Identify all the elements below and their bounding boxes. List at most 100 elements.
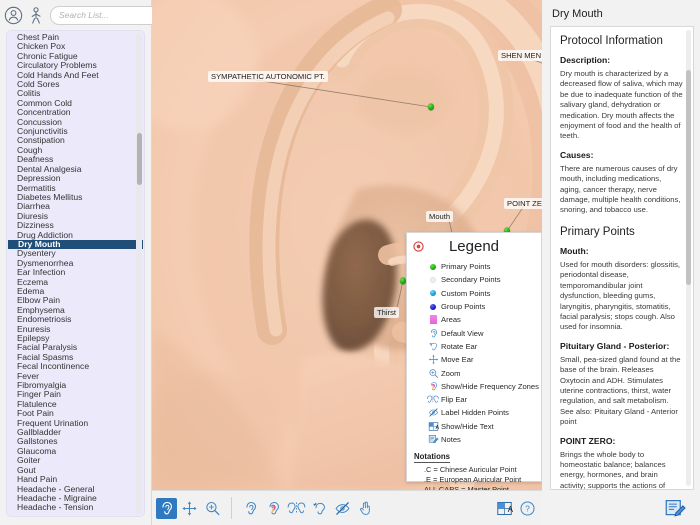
list-item[interactable]: Headache - Tension [17,502,94,513]
protocol-body: Description:Dry mouth is characterized b… [560,55,683,489]
list-item[interactable]: Dental Analgesia [17,163,82,174]
toolbar-view-group [152,497,227,519]
protocol-scrollbar-thumb[interactable] [686,70,691,285]
legend-item-label: Primary Points [441,262,491,272]
ear-icon[interactable] [240,498,261,519]
default-view-icon[interactable] [156,497,177,519]
notation-line: .E = European Auricular Point [424,475,522,485]
help-icon[interactable]: ? [517,498,538,519]
legend-item: Group Points [407,300,541,313]
list-item[interactable]: Ear Infection [17,267,66,278]
sidebar-scrollbar[interactable] [136,33,142,514]
list-item[interactable]: Fibromyalgia [17,380,67,391]
point-heading: Mouth: [560,245,589,256]
list-item[interactable]: Dysmenorrhea [17,257,74,268]
acupoint-marker[interactable] [400,277,406,285]
list-item[interactable]: Flatulence [17,398,57,409]
frequency-zones-icon[interactable] [263,498,284,519]
list-item[interactable]: Common Cold [17,97,72,108]
list-item[interactable]: Glaucoma [17,445,57,456]
list-item[interactable]: Chronic Fatigue [17,50,78,61]
acupoint-marker[interactable] [428,103,434,111]
hand-icon[interactable] [355,498,376,519]
acupoint-label[interactable]: SHEN MEN [498,50,542,61]
list-item[interactable]: Fecal Incontinence [17,361,90,372]
close-icon[interactable] [413,239,424,252]
legend-item: Notes [407,433,541,446]
person-icon[interactable] [4,6,23,25]
section-body: Dry mouth is characterized by a decrease… [560,69,683,141]
list-item[interactable]: Dermatitis [17,182,56,193]
list-item[interactable]: Frequent Urination [17,417,89,428]
legend-item-label: Zoom [441,368,461,378]
list-item[interactable]: Gout [17,464,36,475]
sidebar-scrollbar-thumb[interactable] [136,133,142,185]
list-item[interactable]: Headache - Migraine [17,492,97,503]
list-item[interactable]: Constipation [17,135,65,146]
list-item[interactable]: Facial Spasms [17,351,74,362]
acupoint-label[interactable]: Thirst [374,307,399,318]
acupoint-label[interactable]: POINT ZERO [504,198,542,209]
list-item[interactable]: Facial Paralysis [17,342,78,353]
list-item[interactable]: Endometriosis [17,314,72,325]
list-item[interactable]: Drug Addiction [17,229,73,240]
list-item[interactable]: Dry Mouth [8,239,143,250]
hollow-dot-icon [425,276,441,283]
legend-item: Areas [407,313,541,326]
notes-icon[interactable] [664,498,686,519]
list-item[interactable]: Colitis [17,88,41,99]
magenta-square-icon [425,315,441,325]
list-item[interactable]: Chicken Pox [17,41,66,52]
list-item[interactable]: Cold Hands And Feet [17,69,99,80]
protocol-scrollbar[interactable] [686,30,691,486]
body-points-icon[interactable] [27,6,46,25]
list-item[interactable]: Gallstones [17,436,58,447]
list-item[interactable]: Edema [17,285,45,296]
legend-item-label: Notes [441,435,461,444]
rotate-ear-icon [425,341,441,352]
list-item[interactable]: Deafness [17,154,54,165]
list-item[interactable]: Epilepsy [17,333,50,343]
list-item[interactable]: Concentration [17,107,71,118]
protocol-card[interactable]: Protocol Information Description:Dry mou… [550,26,694,490]
list-item[interactable]: Cough [17,144,43,155]
legend-item: Flip Ear [407,393,541,406]
move-icon[interactable] [179,498,200,519]
list-item[interactable]: Diuresis [17,210,49,221]
acupoint-marker[interactable] [504,227,510,235]
list-item[interactable]: Foot Pain [17,408,54,419]
list-item[interactable]: Goiter [17,455,41,466]
list-item[interactable]: Eczema [17,276,49,287]
list-item[interactable]: Conjunctivitis [17,126,68,137]
list-item[interactable]: Concussion [17,116,62,127]
list-item[interactable]: Chest Pain [17,32,60,42]
list-item[interactable]: Dizziness [17,220,54,231]
list-item[interactable]: Depression [17,173,61,184]
list-item[interactable]: Cold Sores [17,79,60,90]
show-hide-text-icon[interactable]: A [494,498,515,519]
list-item[interactable]: Emphysema [17,304,65,315]
flip-ear-icon[interactable] [286,498,307,519]
list-item[interactable]: Circulatory Problems [17,60,97,71]
list-item[interactable]: Elbow Pain [17,295,60,306]
list-item[interactable]: Fever [17,370,39,381]
acupoint-label[interactable]: Mouth [426,211,454,222]
zoom-icon[interactable] [202,498,223,519]
list-item[interactable]: Diarrhea [17,201,50,212]
list-item[interactable]: Enuresis [17,323,51,334]
hidden-points-icon[interactable] [332,498,353,519]
primary-points-title: Primary Points [560,225,635,238]
section-body: There are numerous causes of dry mouth, … [560,163,681,215]
list-item[interactable]: Headache - General [17,483,95,494]
acupoint-label[interactable]: SYMPATHETIC AUTONOMIC PT. [208,71,328,82]
list-item[interactable]: Finger Pain [17,389,61,400]
list-item[interactable]: Hand Pain [17,474,58,485]
rotate-ear-icon[interactable] [309,498,330,519]
legend-item-label: Show/Hide Text [441,421,494,431]
list-item[interactable]: Dysentery [17,248,56,259]
list-item[interactable]: Gallbladder [17,427,61,438]
list-item[interactable]: Diabetes Mellitus [17,191,83,202]
